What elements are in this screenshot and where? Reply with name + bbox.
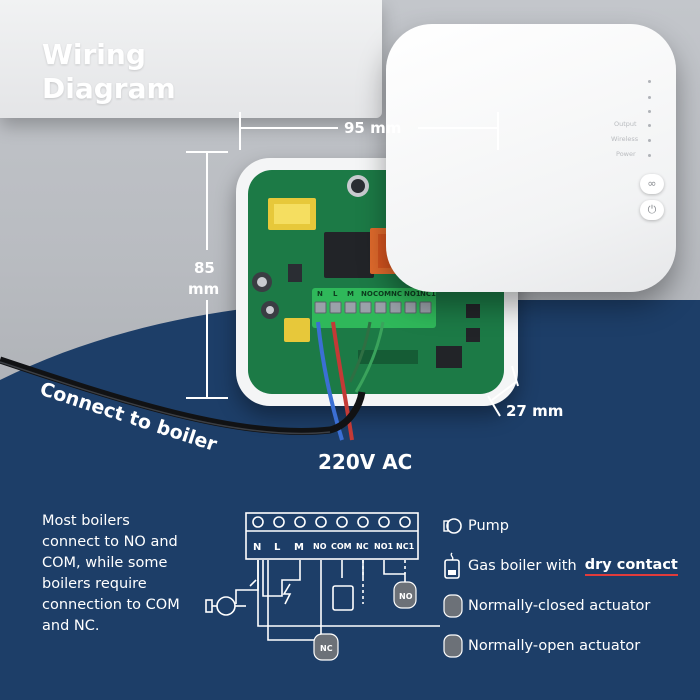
lid-label-wireless: Wireless	[611, 135, 639, 143]
no-actuator-icon	[443, 634, 463, 658]
legend-item-nc-actuator: Normally-closed actuator	[442, 591, 650, 621]
pump-icon	[443, 518, 462, 534]
schematic-no-label: NO	[399, 592, 413, 601]
title-line-2: Diagram	[42, 72, 176, 105]
led-dot	[648, 80, 651, 83]
legend-item-no-actuator: Normally-open actuator	[442, 631, 640, 661]
schematic-terminal-nc1: NC1	[396, 542, 415, 551]
pcb-terminal-nc: NC	[391, 290, 402, 298]
schematic-terminal-n: N	[253, 542, 261, 553]
schematic-nc-label: NC	[320, 644, 333, 653]
depth-dimension: 27 mm	[506, 402, 564, 420]
height-dimension-unit: mm	[188, 280, 220, 298]
schematic-power-icon	[282, 583, 292, 605]
pcb-terminal-l: L	[333, 290, 338, 298]
pcb-terminal-no1: NO1	[404, 290, 421, 298]
schematic-terminal-l: L	[274, 542, 281, 553]
power-button[interactable]: ⏻	[640, 200, 664, 220]
legend-label-no-actuator: Normally-open actuator	[468, 638, 641, 654]
background-shelf	[0, 0, 382, 118]
pcb-terminal-nc1: NC1	[420, 290, 436, 298]
pcb-terminal-m: M	[347, 290, 354, 298]
legend-label-pump: Pump	[468, 518, 510, 534]
schematic-terminal-no1: NO1	[374, 542, 393, 551]
led-dot	[648, 96, 651, 99]
legend-label-nc-actuator: Normally-closed actuator	[468, 598, 651, 614]
height-dimension-value: 85	[194, 259, 215, 277]
schematic-terminal-nc: NC	[356, 542, 369, 551]
title-line-1: Wiring	[42, 38, 146, 71]
voltage-label: 220V AC	[318, 450, 413, 474]
pair-button[interactable]: ∞	[640, 174, 664, 194]
page-title: Wiring Diagram	[42, 38, 176, 106]
led-dot	[648, 154, 651, 157]
schematic-terminal-no: NO	[313, 542, 327, 551]
schematic-terminal-com: COM	[331, 542, 352, 551]
pcb-terminal-n: N	[317, 290, 323, 298]
thermostat-lid: Output Wireless Power ∞ ⏻	[386, 24, 676, 292]
lid-label-power: Power	[616, 150, 636, 158]
width-dimension: 95 mm	[344, 119, 402, 137]
led-dot	[648, 139, 651, 142]
legend-label-gas-boiler: Gas boiler with	[468, 558, 577, 574]
wiring-note: Most boilers connect to NO and COM, whil…	[42, 513, 180, 634]
legend-item-gas-boiler: Gas boiler with dry contact	[442, 551, 678, 581]
gas-boiler-icon	[444, 552, 460, 579]
nc-actuator-icon	[443, 594, 463, 618]
schematic-pump-icon	[205, 596, 246, 616]
schematic-nc-actuator-icon: NC	[313, 633, 339, 661]
legend-emphasis-dry-contact: dry contact	[584, 557, 678, 576]
led-dot	[648, 124, 651, 127]
legend-item-pump: Pump	[442, 511, 509, 541]
schematic-no-actuator-icon: NO	[393, 581, 417, 609]
terminal-screws	[314, 301, 432, 314]
lid-label-output: Output	[614, 120, 637, 128]
navy-panel	[0, 300, 700, 700]
led-dot	[648, 110, 651, 113]
terminal-block: N L M NO COM NC NO1 NC1	[312, 288, 436, 328]
schematic-terminal-m: M	[294, 542, 304, 553]
pcb-terminal-com: COM	[373, 290, 392, 298]
pcb-terminal-no: NO	[361, 290, 373, 298]
